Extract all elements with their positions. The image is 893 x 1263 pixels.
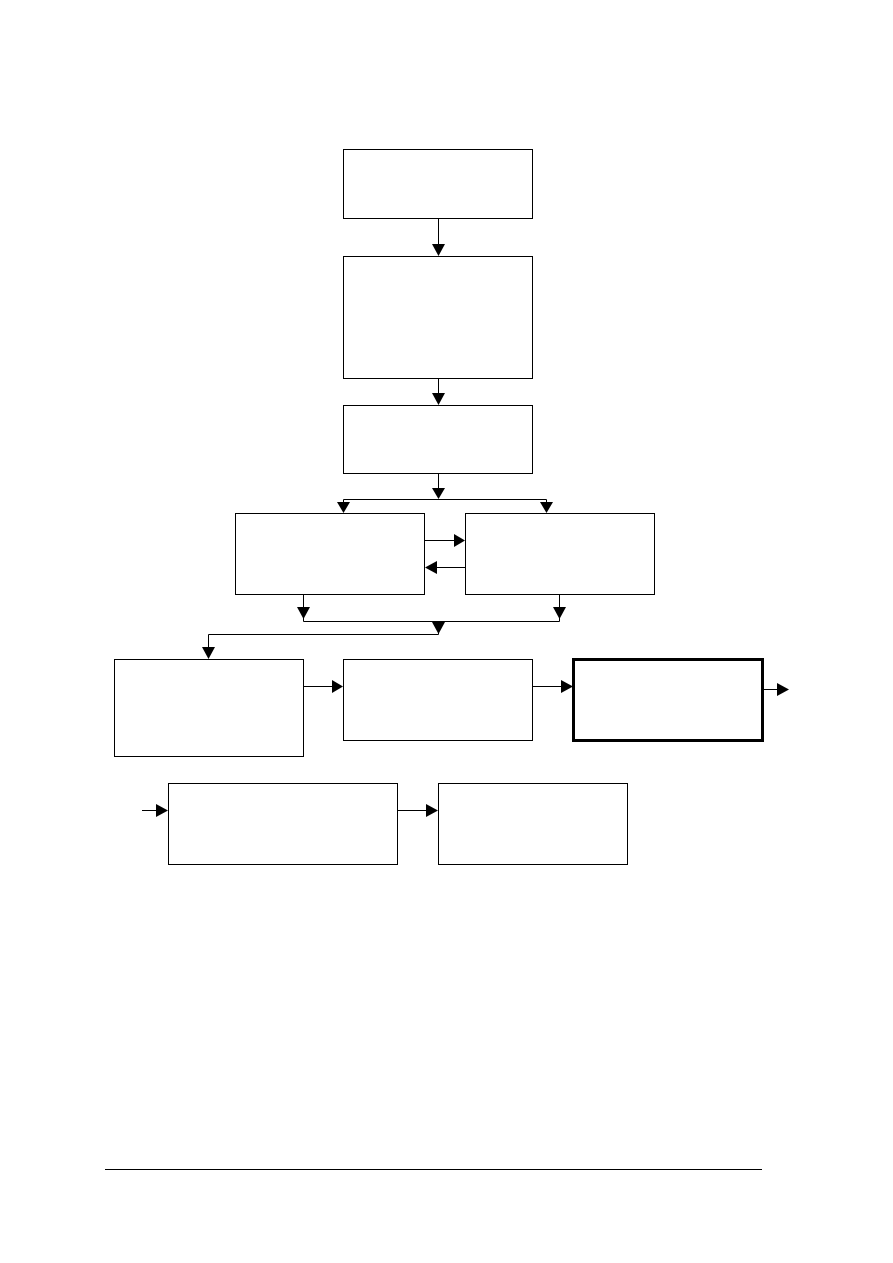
edge-n8-out — [764, 683, 789, 696]
flowchart-node-7 — [343, 659, 533, 741]
flowchart-node-10 — [438, 783, 628, 865]
flowchart-node-5 — [465, 513, 655, 595]
flowchart-node-4 — [235, 513, 425, 595]
flowchart-node-8 — [572, 658, 764, 742]
edge-n3-n4 — [337, 499, 350, 513]
flowchart-node-9 — [168, 783, 398, 865]
edge-n5-merge — [303, 595, 566, 622]
flowchart-node-6 — [114, 659, 304, 757]
flowchart-node-1 — [343, 149, 533, 219]
edge-n7-n8 — [533, 680, 573, 693]
edge-n6-n7 — [304, 680, 343, 693]
edge-merge-down — [432, 621, 445, 635]
edge-in-n9 — [142, 804, 168, 817]
edge-merge-n6 — [202, 634, 439, 659]
flowchart-node-2 — [343, 256, 533, 379]
edge-n1-n2 — [432, 219, 445, 256]
edge-n2-n3 — [432, 379, 445, 405]
edge-n4-merge — [297, 595, 310, 622]
edge-n3-split — [343, 474, 547, 500]
edge-n5-n4 — [425, 561, 465, 574]
edge-n9-n10 — [398, 804, 438, 817]
flowchart-node-3 — [343, 405, 533, 474]
edge-n3-n5 — [540, 499, 553, 513]
edge-n4-n5 — [425, 534, 465, 547]
